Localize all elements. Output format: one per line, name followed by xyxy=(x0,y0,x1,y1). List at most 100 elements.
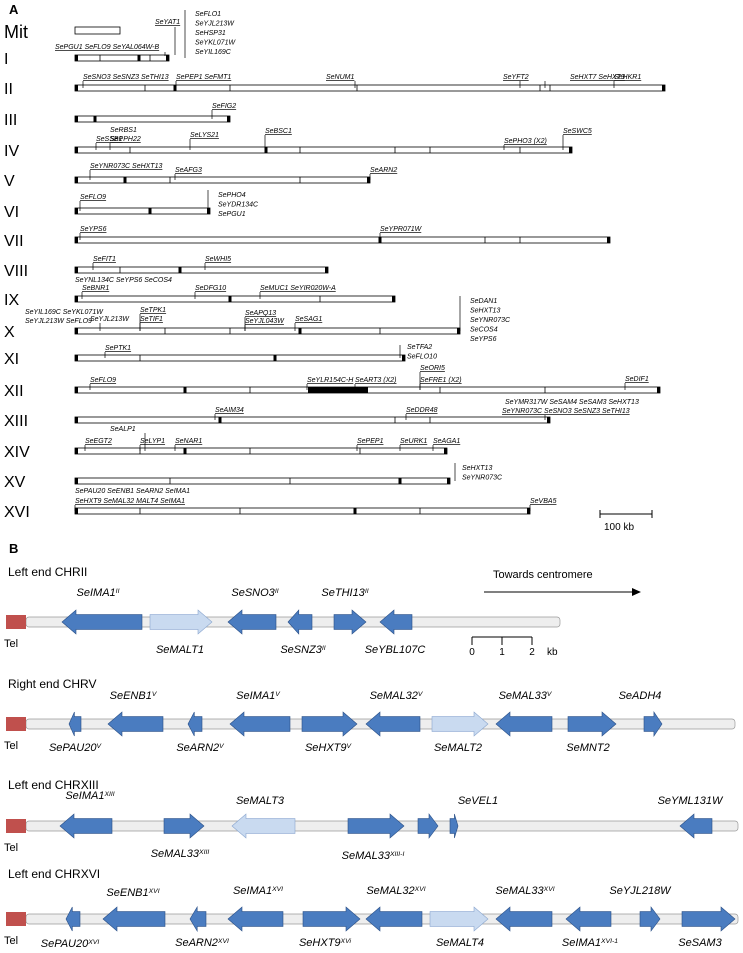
chromosome-bar xyxy=(74,416,551,424)
chromosome-bar xyxy=(74,477,451,485)
gene-label: SeMAL33V xyxy=(499,690,553,702)
gene-annotation: SeSWC5 xyxy=(563,128,592,135)
chromosome-bar xyxy=(74,354,406,362)
telomere-label: Tel xyxy=(4,740,18,752)
chromosome-label: V xyxy=(4,173,15,190)
chromosome-bar xyxy=(74,507,531,515)
gene-annotation: SeBNR1 xyxy=(82,285,109,292)
gene-arrow xyxy=(681,906,736,932)
scale-tick-label: 2 xyxy=(529,647,535,658)
gene-annotation: SeAGA1 xyxy=(433,438,460,445)
gene-arrow xyxy=(229,711,291,737)
telomere-label: Tel xyxy=(4,935,18,947)
gene-arrow xyxy=(365,711,421,737)
gene-label: SeMNT2 xyxy=(566,742,609,754)
gene-annotation: SeFIT1 xyxy=(93,256,116,263)
gene-label: SeMAL33XIII-I xyxy=(342,850,405,862)
gene-arrow xyxy=(227,609,277,635)
gene-arrow xyxy=(365,906,423,932)
gene-annotation: SeYFT2 xyxy=(503,74,529,81)
telomere-block xyxy=(6,717,26,731)
chromosome-bar xyxy=(74,447,448,455)
gene-label: SeYML131W xyxy=(658,795,724,807)
gene-arrow xyxy=(102,906,166,932)
chromosome-label: VII xyxy=(4,233,24,250)
scale-tick-label: 1 xyxy=(499,647,505,658)
gene-annotation: SeYDR134C xyxy=(218,202,259,209)
track-title: Left end CHRII xyxy=(8,565,87,579)
track-title: Right end CHRV xyxy=(8,677,97,691)
gene-label: SeMALT3 xyxy=(236,795,285,807)
panel-a-label: A xyxy=(9,2,19,17)
gene-arrow xyxy=(68,711,82,737)
gene-annotation: SeYNR073C SeSNO3 SeSNZ3 SeTHI13 xyxy=(502,408,630,415)
gene-annotation: SeVBA5 xyxy=(530,498,557,505)
chromosome-label: VIII xyxy=(4,263,28,280)
chromosome-bar xyxy=(74,54,170,62)
gene-annotation: SeHSP31 xyxy=(195,30,226,37)
gene-annotation: SeAIM34 xyxy=(215,407,244,414)
gene-arrow xyxy=(431,711,489,737)
gene-annotation: SeTPK1 xyxy=(140,307,166,314)
gene-label: SeHXT9XVi xyxy=(299,937,352,949)
gene-annotation: SeAPQ13 xyxy=(245,310,276,317)
gene-label: SeMAL33XVI xyxy=(495,885,554,897)
gene-annotation: SeYNR073C SeHXT13 xyxy=(90,163,162,170)
gene-annotation: SeHKR1 xyxy=(614,74,641,81)
gene-label: SePAU20XVI xyxy=(41,938,100,950)
gene-label: SeENB1XVI xyxy=(106,887,159,899)
gene-annotation: SePHO3 (X2) xyxy=(504,138,547,145)
gene-arrow xyxy=(449,813,459,839)
gene-annotation: SeDIF1 xyxy=(625,376,649,383)
gene-arrow xyxy=(187,711,203,737)
gene-label: SeMALT4 xyxy=(436,937,484,949)
chromosome-label: II xyxy=(4,81,13,98)
chromosome-bar xyxy=(74,115,231,123)
gene-annotation: SeTFA2 xyxy=(407,344,432,351)
gene-annotation: SeYKL071W xyxy=(195,40,236,47)
gene-arrow xyxy=(429,906,489,932)
gene-arrow xyxy=(643,711,663,737)
gene-annotation: SeALP1 xyxy=(110,426,136,433)
gene-arrow xyxy=(417,813,439,839)
gene-annotation: SeYJL213W SeFLO9 xyxy=(25,318,92,325)
gene-annotation: SeFRE1 (X2) xyxy=(420,377,462,384)
telomere-block xyxy=(6,615,26,629)
gene-annotation: SeNUM1 xyxy=(326,74,355,81)
telomere-label: Tel xyxy=(4,842,18,854)
telomere-label: Tel xyxy=(4,638,18,650)
scale-tick-label: 0 xyxy=(469,647,475,658)
gene-arrow xyxy=(301,711,358,737)
gene-label: SeMALT1 xyxy=(156,644,204,656)
chromosome-label: IX xyxy=(4,292,19,309)
gene-annotation: SeFLO9 xyxy=(90,377,116,384)
chromosome-label: I xyxy=(4,51,8,68)
gene-arrow xyxy=(302,906,361,932)
gene-arrow xyxy=(107,711,164,737)
gene-annotation: SeYNL134C SeYPS6 SeCOS4 xyxy=(75,277,172,284)
gene-annotation: SeEGT2 xyxy=(85,438,112,445)
gene-annotation: SeYPS6 xyxy=(470,336,497,343)
gene-label: SeSAM3 xyxy=(678,937,722,949)
direction-label: Towards centromere xyxy=(493,569,593,581)
gene-annotation: SePEP1 SeFMT1 xyxy=(176,74,231,81)
gene-annotation: SeORI5 xyxy=(420,365,445,372)
gene-annotation: SeYLR154C-H xyxy=(307,377,354,384)
gene-annotation: SeDFG10 xyxy=(195,285,226,292)
gene-annotation: SeRBS1 xyxy=(110,127,137,134)
gene-label: SeHXT9V xyxy=(305,742,353,754)
telomere-block xyxy=(6,819,26,833)
track-title: Left end CHRXIII xyxy=(8,778,99,792)
gene-label: SeIMA1V xyxy=(236,690,281,702)
gene-label: SeARN2XVI xyxy=(175,937,229,949)
gene-label: SeMAL33XIII xyxy=(151,848,210,860)
gene-annotation: SeDAN1 xyxy=(470,298,497,305)
gene-annotation: SeHXT13 xyxy=(470,308,500,315)
gene-annotation: SeDDR48 xyxy=(406,407,438,414)
gene-annotation: SePTK1 xyxy=(105,345,131,352)
gene-annotation: SePGU1 SeFLO9 SeYAL064W-B xyxy=(55,44,159,51)
chromosome-bar xyxy=(74,146,573,154)
gene-annotation: SeFIG2 xyxy=(212,103,236,110)
gene-annotation: SeYIL169C xyxy=(195,49,232,56)
track-title: Left end CHRXVI xyxy=(8,867,100,881)
